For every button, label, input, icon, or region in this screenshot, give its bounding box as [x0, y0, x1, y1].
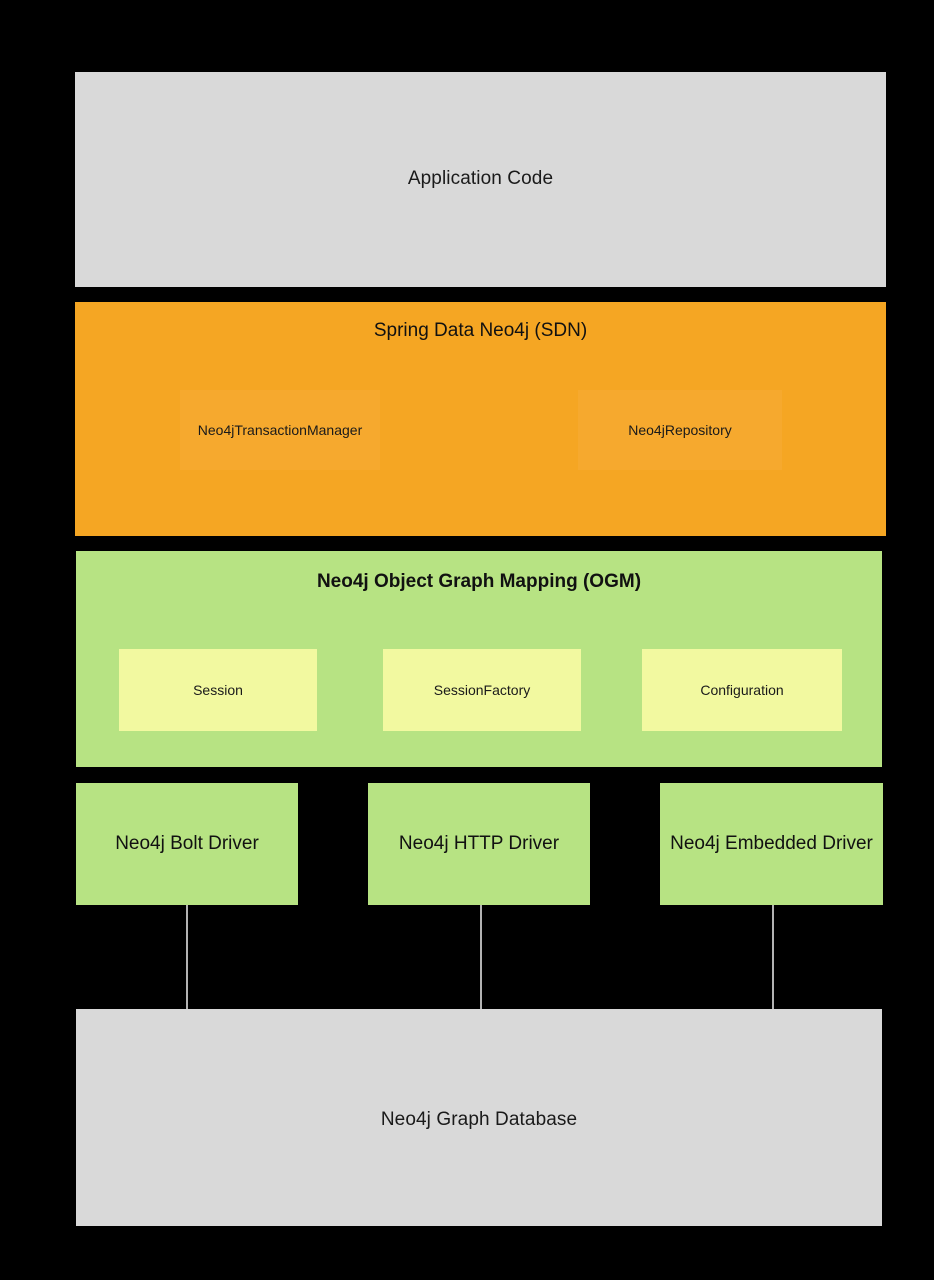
session-label: Session	[193, 682, 243, 698]
layer-spring-data-neo4j: Spring Data Neo4j (SDN) Neo4jTransaction…	[75, 302, 886, 536]
layer-neo4j-ogm: Neo4j Object Graph Mapping (OGM) Session…	[76, 551, 882, 767]
component-configuration: Configuration	[642, 649, 842, 731]
component-http-driver: Neo4j HTTP Driver	[368, 783, 590, 905]
session-factory-label: SessionFactory	[433, 682, 531, 698]
component-session-factory: SessionFactory	[383, 649, 581, 731]
component-neo4j-repository: Neo4jRepository	[578, 390, 782, 470]
neo4j-transaction-manager-label: Neo4jTransactionManager	[197, 422, 363, 438]
neo4j-ogm-heading: Neo4j Object Graph Mapping (OGM)	[316, 571, 642, 592]
component-neo4j-transaction-manager: Neo4jTransactionManager	[180, 390, 380, 470]
neo4j-repository-label: Neo4jRepository	[628, 422, 732, 438]
neo4j-graph-database-label: Neo4j Graph Database	[380, 1109, 578, 1130]
connector-http-to-database	[480, 905, 482, 1009]
application-code-label: Application Code	[407, 168, 554, 189]
bolt-driver-label: Neo4j Bolt Driver	[115, 833, 259, 854]
embedded-driver-label: Neo4j Embedded Driver	[670, 833, 873, 854]
spring-data-neo4j-heading: Spring Data Neo4j (SDN)	[373, 320, 588, 341]
layer-application-code: Application Code	[75, 72, 886, 287]
layer-neo4j-graph-database: Neo4j Graph Database	[76, 1009, 882, 1226]
component-bolt-driver: Neo4j Bolt Driver	[76, 783, 298, 905]
http-driver-label: Neo4j HTTP Driver	[398, 833, 560, 854]
connector-bolt-to-database	[186, 905, 188, 1009]
component-embedded-driver: Neo4j Embedded Driver	[660, 783, 883, 905]
configuration-label: Configuration	[700, 682, 784, 698]
connector-embedded-to-database	[772, 905, 774, 1009]
component-session: Session	[119, 649, 317, 731]
